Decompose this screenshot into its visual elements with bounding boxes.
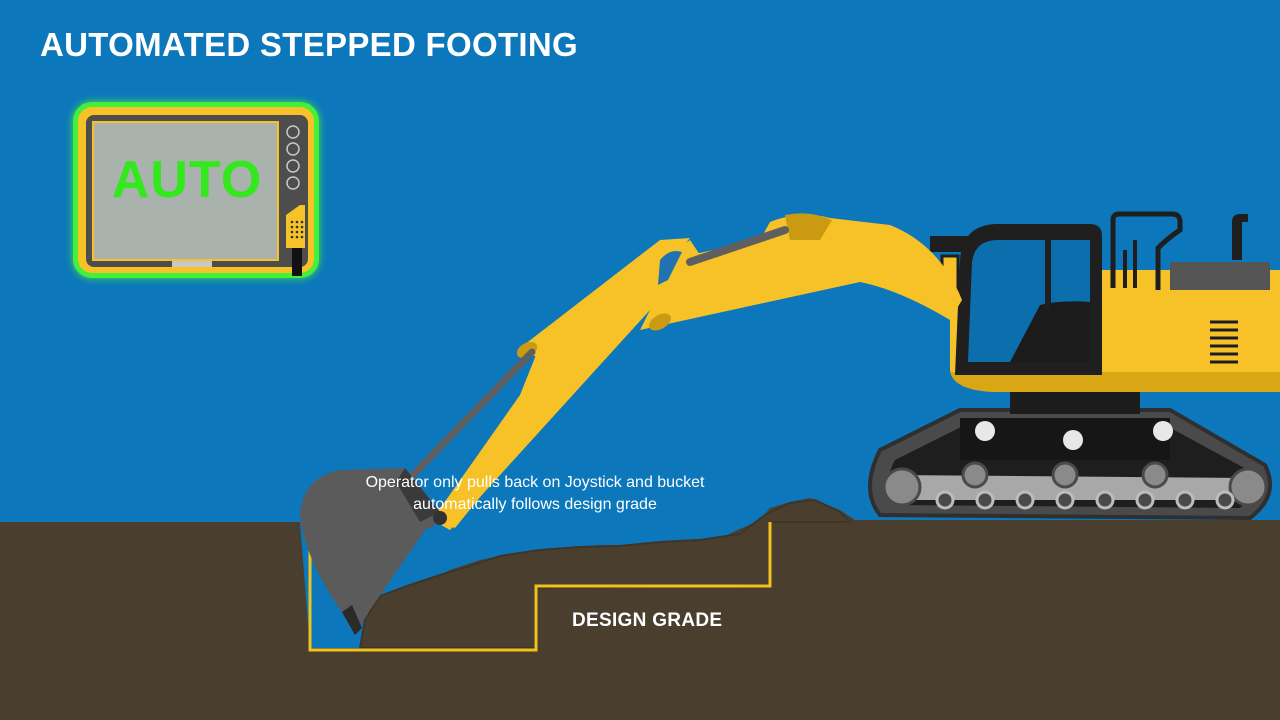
- machine-control-display: [73, 102, 319, 278]
- operator-caption: Operator only pulls back on Joystick and…: [365, 474, 705, 513]
- hydraulic-cylinders: [406, 226, 789, 482]
- excavator-tracks: [868, 408, 1272, 521]
- swing-bearing: [1010, 392, 1140, 414]
- display-buttons: [286, 125, 300, 190]
- excavator-bucket: [300, 468, 447, 635]
- auto-mode-indicator: AUTO: [111, 151, 263, 209]
- design-grade-label: DESIGN GRADE: [572, 610, 723, 631]
- ground: [0, 498, 1280, 720]
- design-grade-line: [308, 522, 772, 652]
- page-title: AUTOMATED STEPPED FOOTING: [40, 26, 578, 63]
